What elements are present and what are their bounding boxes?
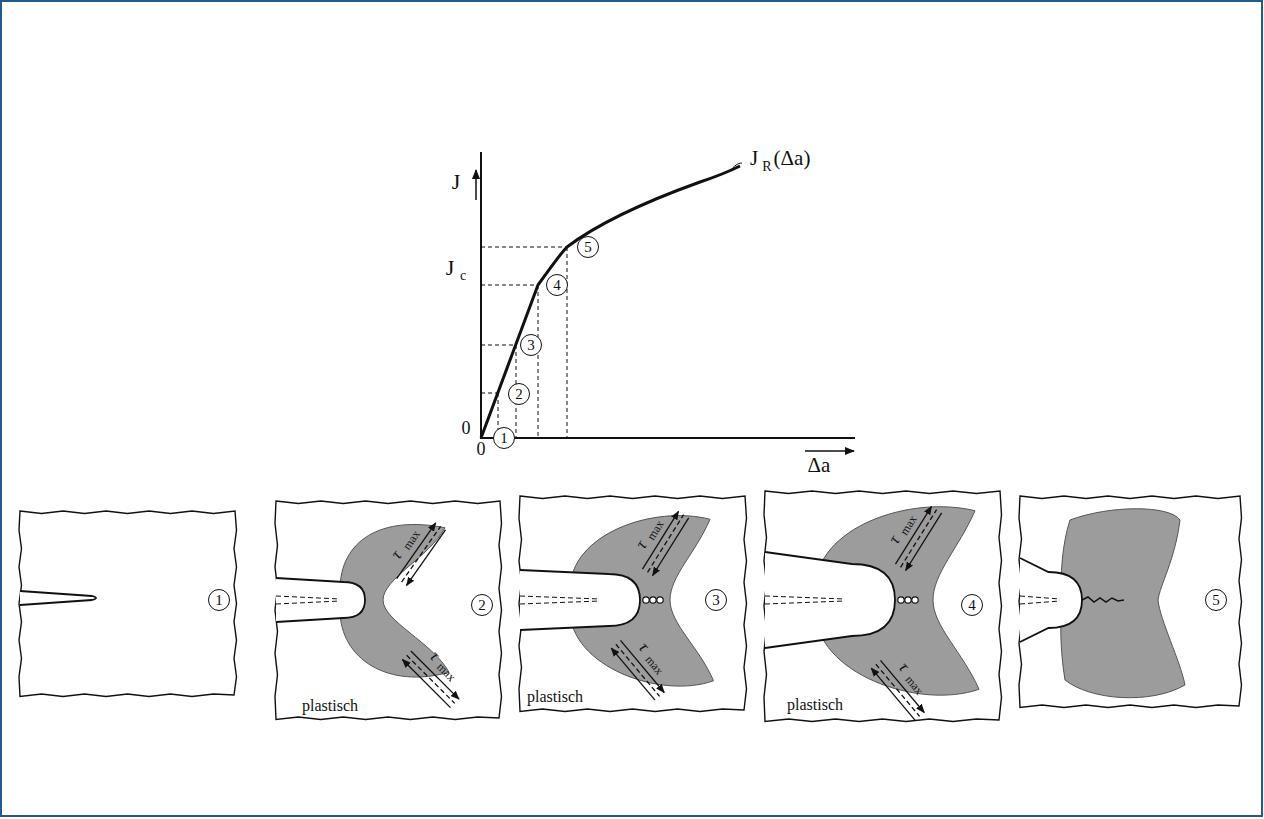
crack [765,552,895,648]
axis-label: J [452,171,461,193]
shear-arrow [397,523,436,579]
original-crack [520,596,600,604]
callout-number: 2 [471,594,493,616]
original-crack [276,596,340,604]
crack [276,578,365,622]
specimen-outline [1019,496,1242,708]
callout-text: 1 [500,431,508,446]
void [912,597,918,603]
callout-number: 4 [546,274,568,296]
axis-label: J [446,257,455,279]
callout-text: 5 [584,240,592,255]
original-crack [765,596,845,604]
callout-text: 5 [1212,593,1220,608]
callout-number: 5 [1205,589,1227,611]
void [657,597,663,603]
callout-text: 4 [553,278,561,293]
crack [1020,558,1082,642]
crack-panels [19,491,1242,722]
void [898,597,904,603]
callout-number: 2 [508,383,530,405]
curve-label: J [750,148,758,169]
original-crack [1020,596,1060,604]
void [643,597,649,603]
crack [20,591,96,605]
callout-text: 4 [968,598,976,613]
subscript: c [460,269,466,283]
specimen-outline [519,496,747,712]
callout-number: 1 [493,427,515,449]
specimen-outline [19,511,237,697]
void [905,597,911,603]
crack-extension [1082,597,1124,602]
callout-text: 2 [515,387,523,402]
axis-label: Δa [808,455,831,476]
leader-line [730,163,742,171]
specimen-outline [764,491,1002,722]
callout-text: 3 [527,338,535,353]
subscript: R [762,160,771,174]
jr-curve [481,166,740,438]
zone-label: plastisch [527,689,583,705]
chart-axes [476,152,855,451]
shear-arrow [642,511,678,569]
zone-label: plastisch [302,698,358,714]
origin-label: 0 [462,419,471,437]
curve-label: (Δa) [774,148,811,169]
callout-text: 2 [478,598,486,613]
origin-label: 0 [477,440,486,458]
callout-number: 1 [208,589,230,611]
dashed-guides [481,247,567,438]
callout-number: 3 [705,589,727,611]
callout-text: 3 [712,593,720,608]
shear-arrow [895,506,931,564]
zone-label: plastisch [787,697,843,713]
specimen-outline [275,501,502,720]
callout-number: 5 [577,236,599,258]
callout-number: 3 [520,334,542,356]
callout-number: 4 [961,594,983,616]
crack [520,570,640,630]
void [650,597,656,603]
callout-text: 1 [215,593,223,608]
